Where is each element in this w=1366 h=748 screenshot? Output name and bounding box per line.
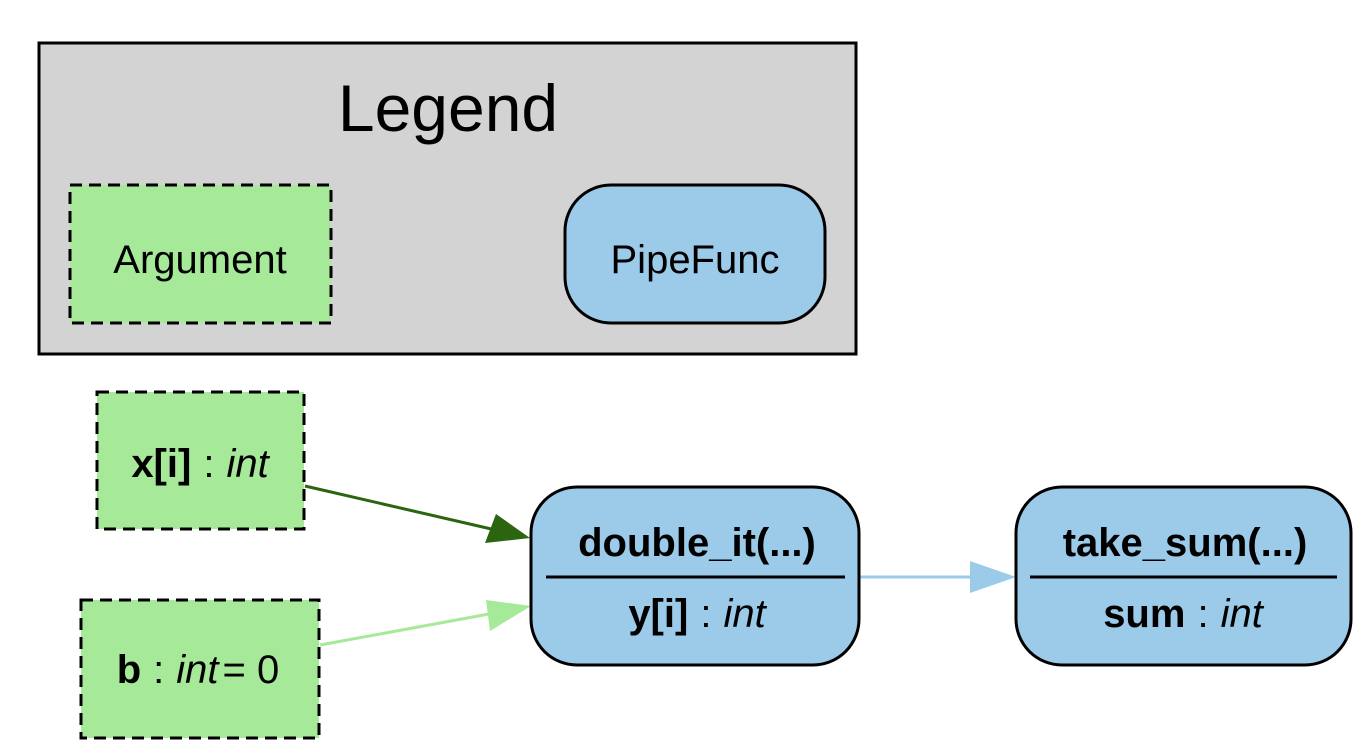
argument-node-x[interactable]: x[i]: int (95, 390, 306, 531)
argument-x-name: x[i] (131, 442, 191, 486)
edge-double-it-to-take-sum-arrowhead (970, 561, 1016, 593)
legend-title: Legend (338, 71, 558, 145)
argument-node-b[interactable]: b: int= 0 (79, 598, 321, 740)
double-it-output-sep: : (700, 592, 711, 636)
argument-node-x-label: x[i]: int (131, 442, 270, 486)
edge-b-to-double-it-arrowhead (486, 600, 531, 631)
pipefunc-take-sum-output: sum: int (1103, 592, 1265, 636)
argument-b-name: b (117, 648, 141, 692)
pipefunc-node-take-sum[interactable]: take_sum(...) sum: int (1014, 485, 1353, 667)
pipefunc-take-sum-title: take_sum(...) (1063, 521, 1308, 565)
edge-b-to-double-it (319, 610, 501, 647)
argument-b-default: = 0 (223, 648, 280, 692)
pipefunc-double-it-output: y[i]: int (628, 592, 767, 636)
argument-x-sep: : (203, 442, 214, 486)
take-sum-output-name: sum (1103, 592, 1185, 636)
legend-pipefunc-label: PipeFunc (611, 238, 780, 282)
legend-pipefunc-node (563, 183, 827, 325)
double-it-output-name: y[i] (628, 592, 688, 636)
edge-x-to-double-it-arrowhead (485, 514, 530, 543)
pipefunc-double-it-title: double_it(...) (578, 521, 816, 565)
argument-node-x-box[interactable] (95, 390, 306, 531)
legend: Legend Argument PipeFunc (37, 41, 858, 356)
legend-argument-node (68, 183, 333, 325)
pipefunc-node-double-it[interactable]: double_it(...) y[i]: int (529, 485, 861, 667)
edges (304, 484, 1016, 647)
double-it-output-type: int (723, 592, 767, 636)
argument-x-type: int (226, 442, 270, 486)
take-sum-output-sep: : (1197, 592, 1208, 636)
argument-b-type: int (176, 648, 220, 692)
argument-node-b-label: b: int= 0 (117, 648, 280, 692)
edge-x-to-double-it (304, 484, 501, 533)
legend-argument-label: Argument (113, 238, 286, 282)
argument-b-sep: : (153, 648, 164, 692)
take-sum-output-type: int (1221, 592, 1265, 636)
argument-node-b-box[interactable] (79, 598, 321, 740)
